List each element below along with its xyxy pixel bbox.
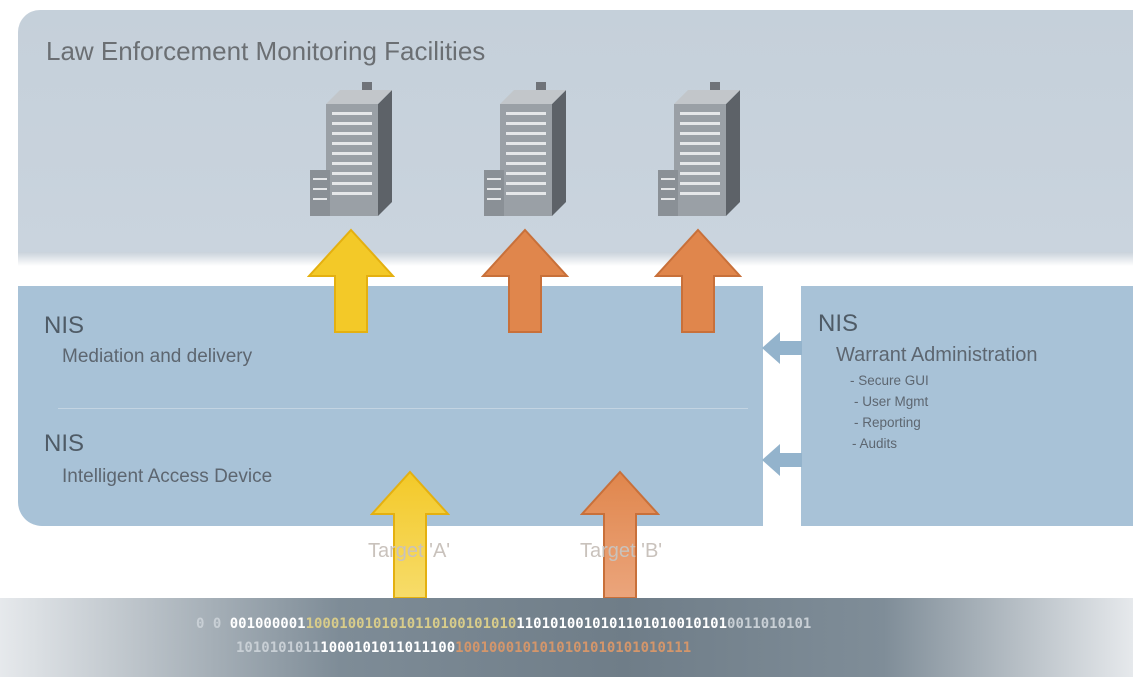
building-icon-3 bbox=[658, 82, 740, 216]
up-arrow-icon-target-a bbox=[370, 470, 450, 599]
binary-stream-band: 0 0 001000001100010010101011010010101011… bbox=[0, 598, 1133, 677]
lemf-panel bbox=[18, 10, 1133, 260]
mediation-access-panel bbox=[18, 286, 763, 526]
up-arrow-icon-orange-top-1 bbox=[481, 228, 569, 333]
mediation-nis-label: NIS bbox=[44, 312, 85, 339]
row1-segment-2: 1000100101010110100101010 bbox=[305, 616, 517, 632]
access-nis-label: NIS bbox=[44, 430, 85, 457]
warrant-item-audits: - Audits bbox=[852, 436, 898, 451]
warrant-nis-label: NIS bbox=[818, 310, 859, 337]
warrant-item-secure-gui: - Secure GUI bbox=[850, 373, 929, 388]
mediation-label: Mediation and delivery bbox=[62, 346, 253, 367]
warrant-admin-panel bbox=[801, 286, 1133, 526]
row2-segment-1: 1000101011011100 bbox=[320, 640, 456, 656]
target-a-label: Target 'A' bbox=[368, 540, 451, 562]
left-arrow-icon-upper bbox=[762, 332, 802, 364]
up-arrow-icon-target-b bbox=[580, 470, 660, 599]
row1-segment-1: 001000001 bbox=[229, 616, 306, 632]
row1-segment-0: 0 0 bbox=[196, 616, 230, 632]
lemf-title: Law Enforcement Monitoring Facilities bbox=[46, 36, 486, 66]
building-icon-2 bbox=[484, 82, 566, 216]
warrant-feature-list: - Secure GUI - User Mgmt - Reporting - A… bbox=[850, 370, 929, 454]
up-arrow-icon-orange-top-2 bbox=[654, 228, 742, 333]
access-label: Intelligent Access Device bbox=[62, 466, 273, 487]
row1-segment-4: 0011010101 bbox=[727, 616, 812, 632]
row1-segment-3: 1101010010101101010010101 bbox=[516, 616, 728, 632]
row2-segment-2: 1001000101010101010101010111 bbox=[455, 640, 692, 656]
row2-segment-0: 1010101011 bbox=[236, 640, 321, 656]
panel-divider bbox=[58, 408, 748, 409]
up-arrow-icon-yellow-top bbox=[307, 228, 395, 333]
lemf-panel-shadow bbox=[18, 252, 1133, 266]
binary-row-2: 1010101011100010101101110010010001010101… bbox=[0, 640, 1133, 656]
warrant-item-user-mgmt: - User Mgmt bbox=[854, 394, 929, 409]
warrant-item-reporting: - Reporting bbox=[854, 415, 921, 430]
binary-row-1: 0 0 001000001100010010101011010010101011… bbox=[0, 616, 1133, 632]
left-arrow-icon-lower bbox=[762, 444, 802, 476]
warrant-label: Warrant Administration bbox=[836, 344, 1038, 366]
building-icon-1 bbox=[310, 82, 392, 216]
target-b-label: Target 'B' bbox=[580, 540, 663, 562]
